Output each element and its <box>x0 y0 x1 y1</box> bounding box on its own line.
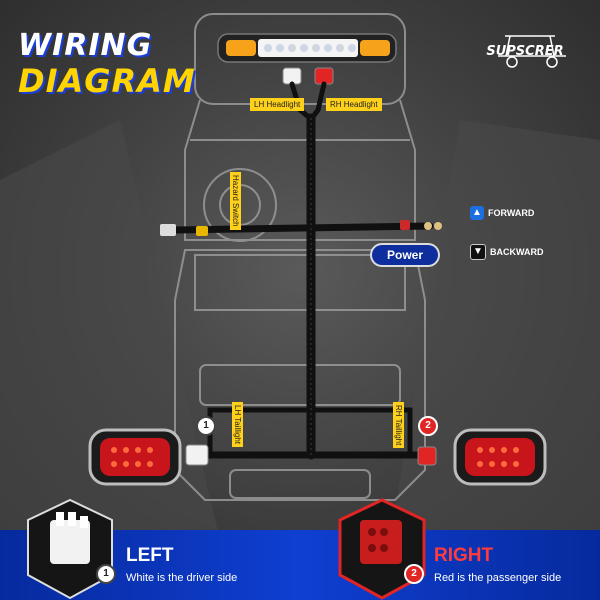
rh-taillight-label: RH Taillight <box>393 402 404 449</box>
lh-headlight-label: LH Headlight <box>250 98 305 111</box>
right-title: RIGHT <box>434 545 494 566</box>
marker-2: 2 <box>418 416 438 436</box>
power-connector <box>400 220 442 230</box>
marker-1: 1 <box>196 416 216 436</box>
hazard-switch-connector <box>160 224 208 236</box>
rh-taillight-connector <box>417 446 437 466</box>
lh-taillight-label: LH Taillight <box>232 402 243 447</box>
legend-forward-label: FORWARD <box>488 208 535 218</box>
footer-band <box>0 530 600 600</box>
rh-headlight-label: RH Headlight <box>326 98 382 111</box>
lh-taillight-connector <box>185 444 209 466</box>
arrow-up-icon: ▲ <box>470 206 484 220</box>
led-light-bar <box>217 33 397 63</box>
power-label: Power <box>372 245 438 265</box>
lh-taillight <box>88 428 182 486</box>
title-line-1: WIRING <box>18 28 153 63</box>
legend-backward-label: BACKWARD <box>490 247 544 257</box>
brand-logo: SUPSCRER <box>486 44 564 59</box>
hazard-switch-label: Hazard Switch <box>230 172 241 230</box>
left-title: LEFT <box>126 545 174 566</box>
legend-forward: ▲ FORWARD <box>470 206 534 220</box>
rh-taillight <box>453 428 547 486</box>
title-line-2: DIAGRAM <box>18 62 196 100</box>
left-description: White is the driver side <box>126 572 238 584</box>
footer-marker-2: 2 <box>404 564 424 584</box>
footer-marker-1: 1 <box>96 564 116 584</box>
arrow-down-icon: ▼ <box>470 244 486 260</box>
right-description: Red is the passenger side <box>434 572 562 584</box>
legend-backward: ▼ BACKWARD <box>470 244 544 260</box>
